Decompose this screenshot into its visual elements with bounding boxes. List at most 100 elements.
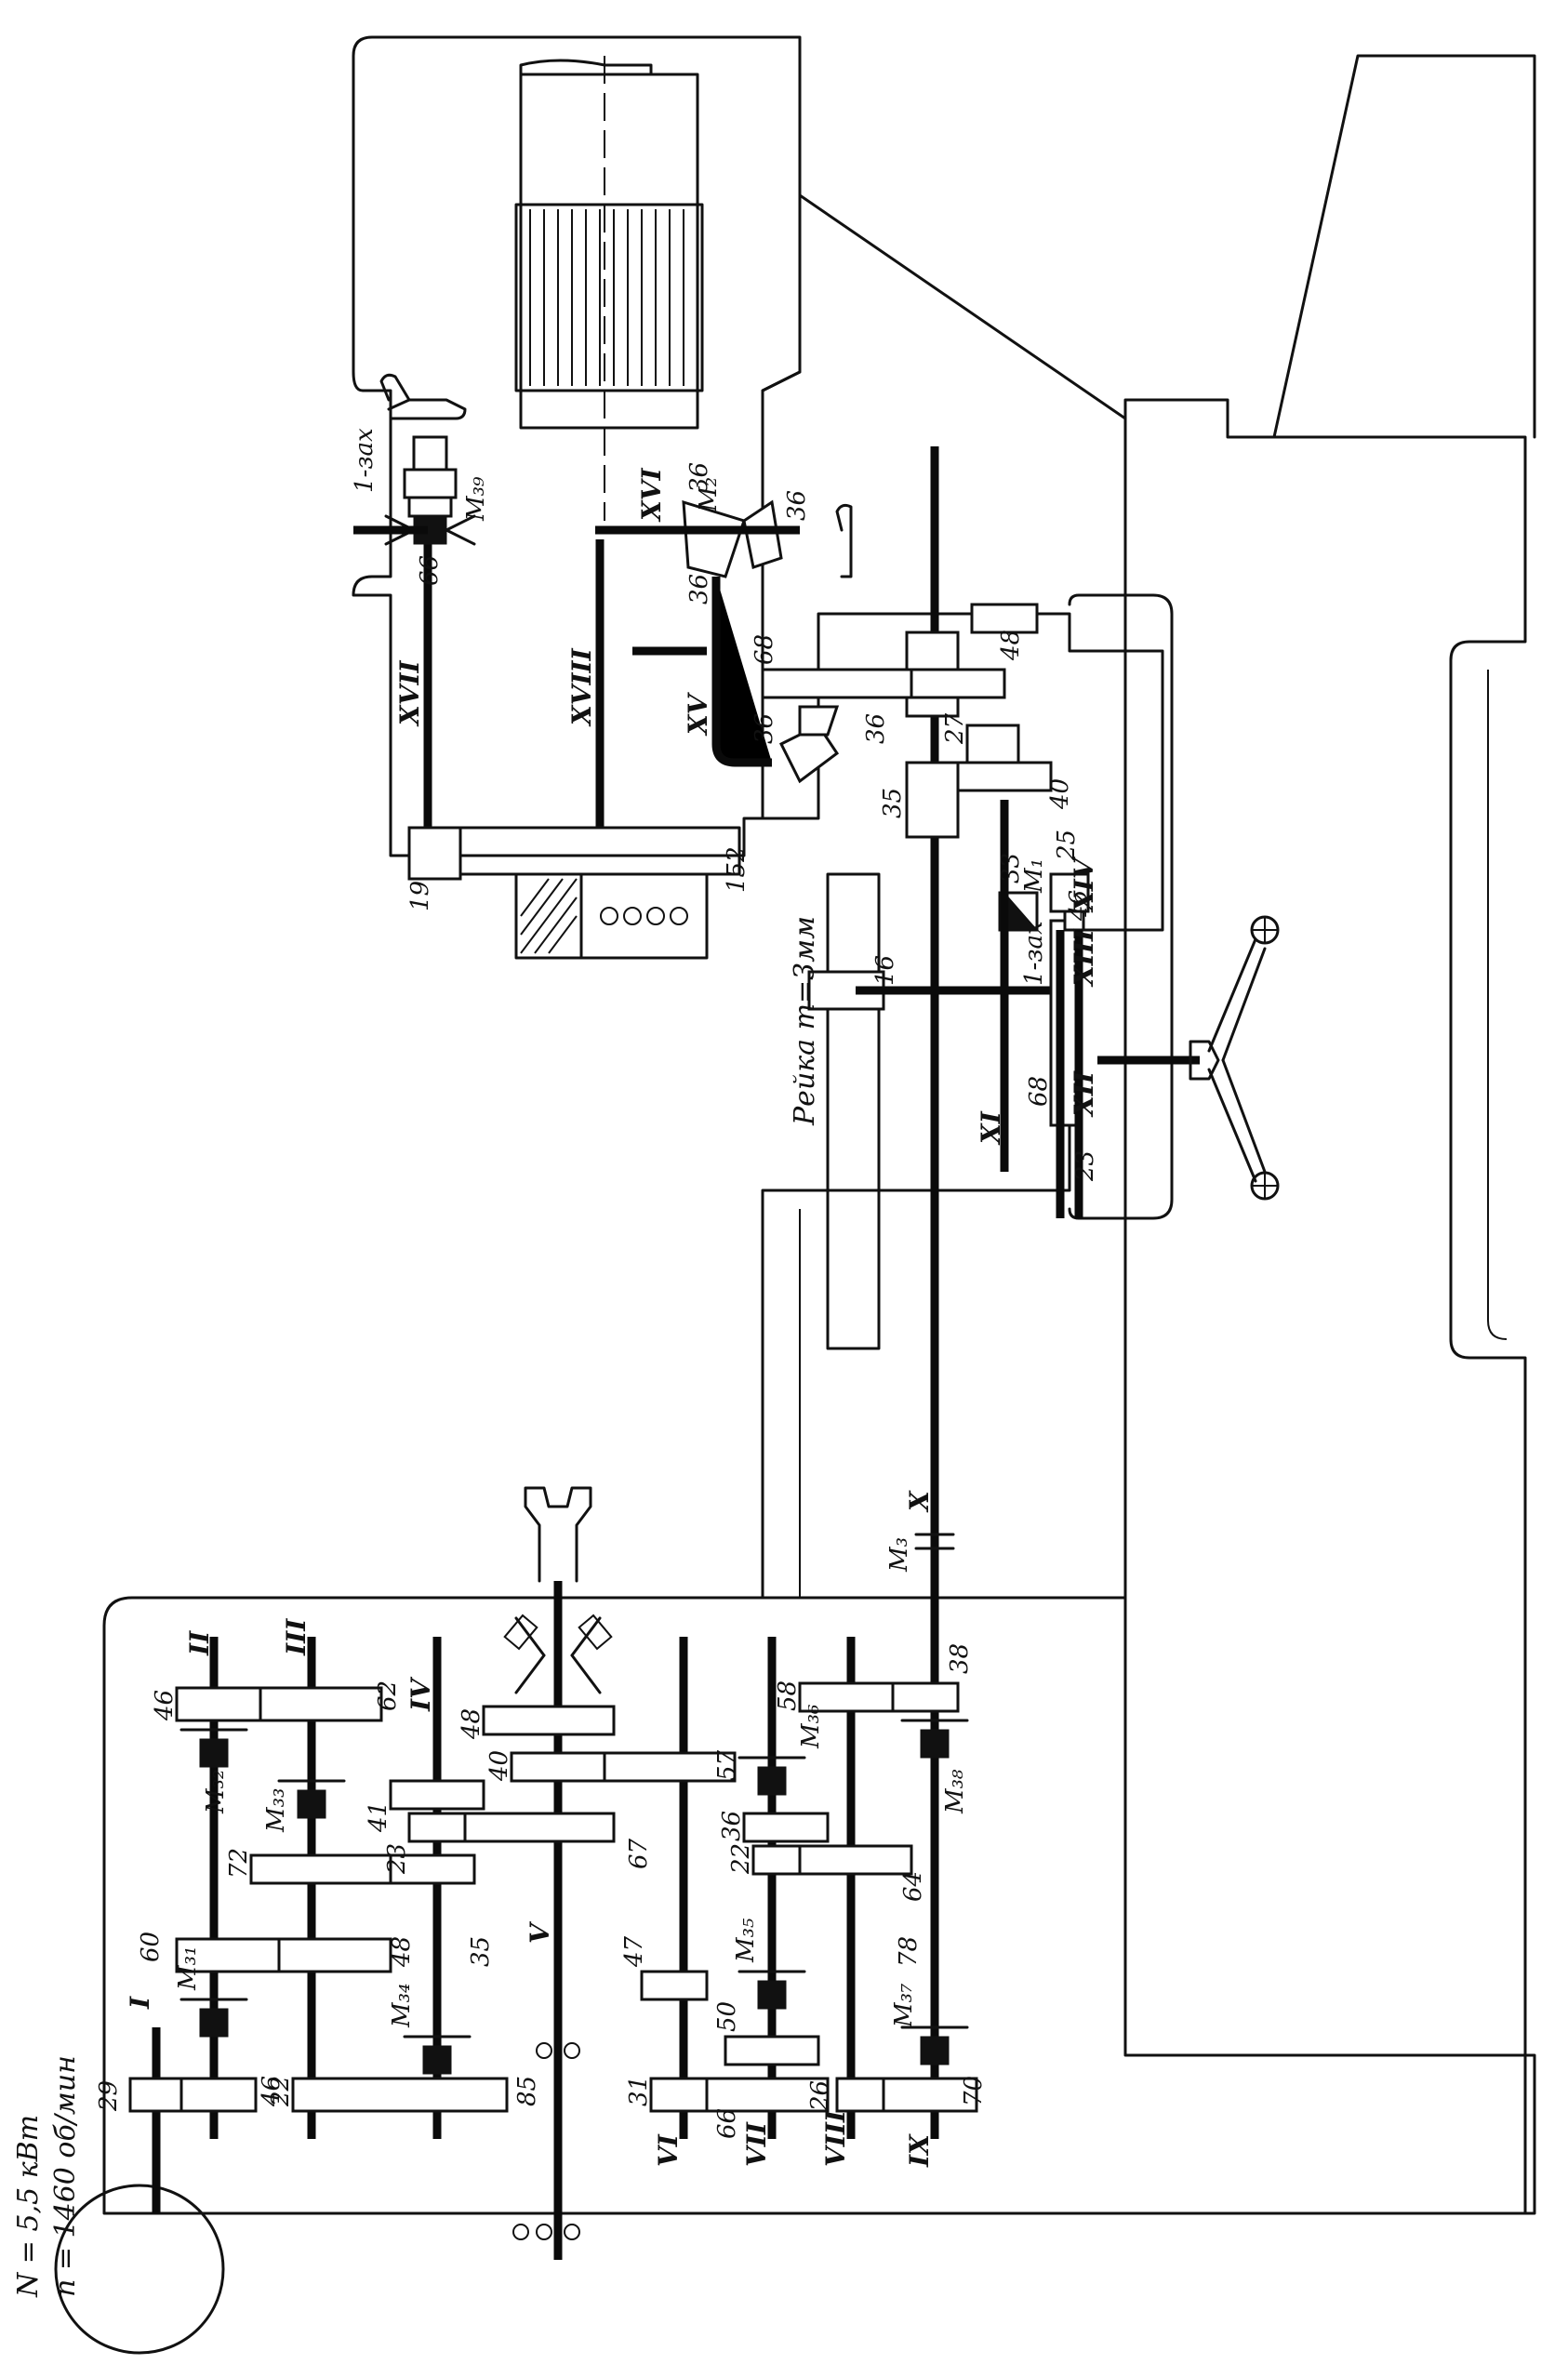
rack [826, 872, 881, 1350]
shaft-label-iv: IV [405, 1676, 436, 1712]
clutch-label-m39: M₃₉ [462, 476, 490, 522]
gear-152: 152 [723, 846, 751, 893]
motor-speed-label: n = 1460 об/мин [49, 2055, 82, 2297]
screw-holes [600, 907, 688, 925]
gear-25: 25 [1053, 830, 1081, 861]
shaft-label-xiv: XIV [1069, 856, 1099, 913]
gear-60: 60 [137, 1932, 165, 1962]
clutch-label-m3: M₃ [885, 1537, 913, 1573]
shaft-label-i: I [125, 1996, 155, 2010]
screw-holes-plate [579, 872, 709, 960]
gear-66b: 66 [416, 555, 444, 586]
gear-64: 64 [899, 1871, 927, 1902]
spindle-bearings [512, 2042, 580, 2240]
machine-bed [1123, 398, 1527, 2215]
gear-23a: 23 [383, 1843, 411, 1875]
gear-36e: 36 [783, 490, 811, 521]
spindle-brake [503, 1614, 613, 1694]
gear-22b: 22 [727, 1843, 755, 1875]
gear-31: 31 [625, 2076, 653, 2106]
gear-40b: 40 [1046, 778, 1074, 810]
gear-36c: 36 [862, 713, 890, 744]
apron-housing [761, 193, 1164, 1600]
shaft-label-viii: VIII [820, 2109, 851, 2167]
clutch-label-m33: M₃₃ [262, 1788, 290, 1833]
gear-48a: 48 [388, 1936, 416, 1968]
clutch-m39 [384, 398, 476, 546]
apron-gears [761, 603, 1090, 1127]
gear-36f: 36 [685, 574, 713, 604]
apron-shafts [711, 577, 1200, 1218]
shaft-label-xii: XII [1069, 1070, 1099, 1118]
headstock-clutches [179, 1719, 969, 2075]
gear-58: 58 [774, 1680, 802, 1711]
headstock-housing [102, 1596, 1536, 2215]
cutter-teeth [514, 203, 704, 392]
gear-36b: 36 [751, 713, 778, 744]
gear-85: 85 [513, 2076, 541, 2106]
gear-19: 19 [406, 881, 434, 911]
gear-68b: 68 [751, 634, 778, 665]
gear-27: 27 [941, 712, 969, 745]
shaft-label-iii: III [281, 1618, 312, 1656]
shaft-label-vi: VI [653, 2133, 684, 2167]
spindle-wrench [524, 1486, 592, 1583]
screw-gear-19 [407, 826, 462, 881]
arbor-top [519, 59, 653, 76]
top-lever [379, 373, 411, 402]
gear-26: 26 [806, 2080, 834, 2112]
shaft-label-ix: IX [904, 2133, 935, 2168]
shaft-label-v: V [525, 1920, 555, 1944]
shaft-label-xvii: XVII [394, 659, 425, 727]
gear-57: 57 [713, 1749, 741, 1781]
shaft-label-xviii: XVIII [566, 647, 597, 727]
gear-46c: 46 [1065, 890, 1093, 922]
single-start-label-apron: 1-зах [1020, 921, 1048, 986]
top-handle [835, 503, 853, 578]
cutter-body [519, 73, 699, 430]
gear-36a: 36 [718, 1811, 746, 1841]
clutch-label-m36: M₃₆ [797, 1705, 825, 1749]
clutch-label-m38: M₃₈ [941, 1769, 969, 1814]
clutch-label-m34: M₃₄ [388, 1984, 416, 2028]
gear-48c: 48 [997, 630, 1025, 661]
shaft-label-xv: XV [683, 691, 713, 737]
screw-gear-152 [458, 826, 741, 876]
cutter-teeth-lines [529, 209, 684, 386]
bevel-gear-set [595, 499, 840, 784]
gear-70: 70 [960, 2076, 988, 2106]
nut-hatch [520, 878, 578, 954]
clutch-label-m31: M₃₁ [174, 1946, 202, 1991]
clutch-label-m37: M₃₇ [890, 1983, 918, 2028]
gear-48b: 48 [458, 1708, 485, 1740]
gear-36d: 36 [685, 462, 713, 493]
gear-72: 72 [225, 1848, 253, 1879]
gear-35a: 35 [467, 1936, 495, 1967]
clutch-label-m1: M₁ [1020, 858, 1048, 894]
shaft-label-xiii: XIII [1069, 928, 1099, 988]
clutch-label-m35: M₃₅ [732, 1918, 760, 1963]
gear-35b: 35 [879, 788, 907, 818]
gear-23b: 23 [1071, 1150, 1099, 1182]
gear-46a: 46 [258, 2076, 286, 2107]
motor-power-label: N = 5,5 кВт [12, 2115, 45, 2298]
clutch-label-m2: M₂ [695, 477, 723, 512]
gear-50: 50 [713, 2001, 741, 2032]
gear-16: 16 [871, 955, 899, 986]
electric-motor [54, 2184, 225, 2355]
headstock-gears [128, 1681, 978, 2113]
shaft-label-vii: VII [741, 2121, 772, 2167]
shaft-label-xvi: XVI [636, 468, 667, 523]
bed-inner-rail [1487, 670, 1508, 1340]
cross-slide-housing [352, 35, 802, 857]
rack-label: Рейка m=3мм [789, 916, 821, 1126]
gear-33: 33 [997, 853, 1025, 883]
apron-handwheel [1189, 915, 1280, 1201]
gear-41: 41 [365, 1801, 392, 1833]
gear-66a: 66 [713, 2108, 741, 2139]
gear-62: 62 [374, 1680, 402, 1711]
shaft-label-ii: II [184, 1630, 215, 1656]
gear-40a: 40 [485, 1750, 513, 1782]
clutch-label-m32: M₃₂ [202, 1770, 230, 1814]
